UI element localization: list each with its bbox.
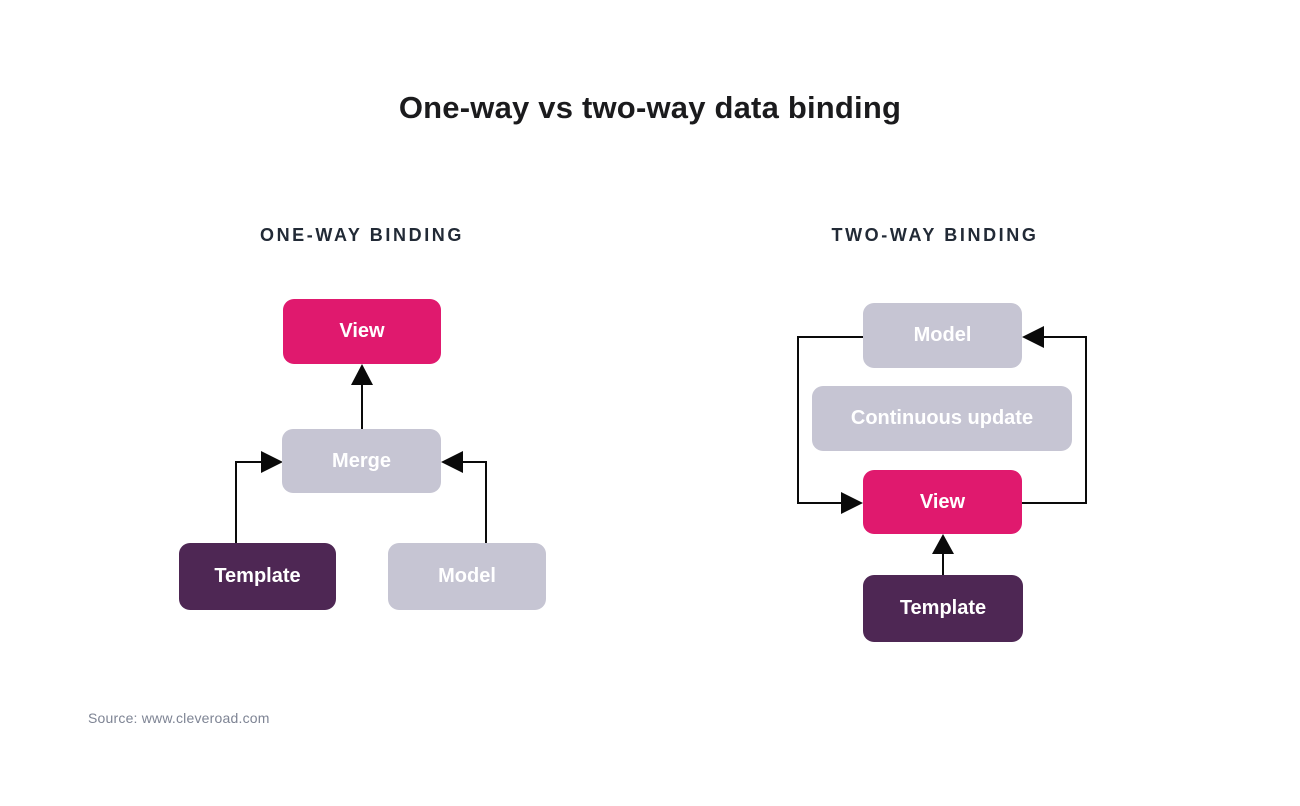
- page-title: One-way vs two-way data binding: [398, 90, 902, 125]
- two-way-model-label: Model: [913, 324, 972, 346]
- two-way-view-label: View: [919, 490, 966, 513]
- two-way-template-node: Template: [863, 575, 1023, 642]
- one-way-binding-heading: ONE-WAY BINDING: [259, 225, 465, 245]
- two-way-continuous-update-node: Continuous update: [812, 386, 1072, 451]
- two-way-view-node: View: [863, 470, 1022, 534]
- two-way-template-label: Template: [899, 597, 987, 619]
- one-way-template-node: Template: [179, 543, 336, 610]
- one-way-model-label: Model: [438, 565, 496, 587]
- two-way-binding-heading: TWO-WAY BINDING: [831, 225, 1039, 245]
- one-way-template-label: Template: [214, 565, 301, 587]
- two-way-model-node: Model: [863, 303, 1022, 368]
- arrowhead-up-view-two-way: [932, 534, 954, 554]
- one-way-view-label: View: [339, 320, 385, 342]
- arrowhead-right-view: [841, 492, 863, 514]
- one-way-merge-node: Merge: [282, 429, 441, 493]
- one-way-merge-label: Merge: [332, 449, 391, 472]
- arrowhead-right-merge: [261, 451, 283, 473]
- one-way-model-node: Model: [388, 543, 546, 610]
- arrowhead-up-view-one-way: [351, 364, 373, 385]
- line-model-to-merge: [462, 461, 487, 543]
- source-credit: Source: www.cleveroad.com: [88, 710, 270, 726]
- arrowhead-left-merge: [441, 451, 463, 473]
- arrowhead-left-model: [1022, 326, 1044, 348]
- line-template-to-merge: [235, 461, 262, 543]
- one-way-view-node: View: [283, 299, 441, 364]
- two-way-continuous-update-label: Continuous update: [850, 407, 1034, 429]
